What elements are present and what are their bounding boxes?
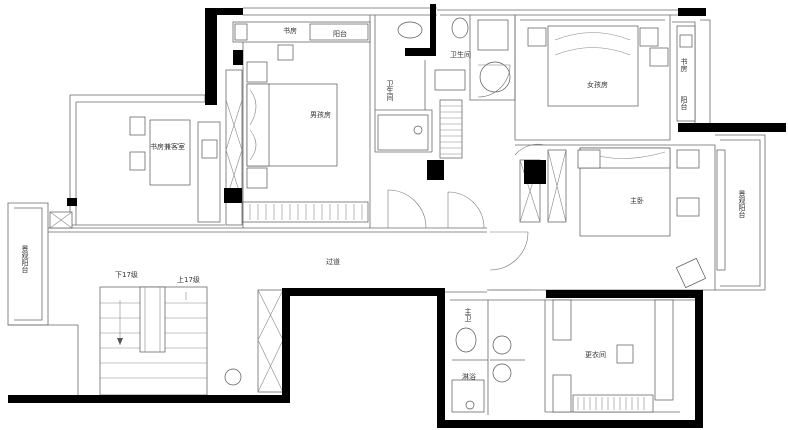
- label-closet: 更衣间: [585, 350, 606, 359]
- label-corridor: 过道: [326, 257, 340, 266]
- label-study-right: 书房: [680, 57, 688, 73]
- label-shower: 淋浴: [462, 372, 476, 381]
- doors: [387, 64, 546, 291]
- label-study: 书房: [283, 26, 297, 35]
- label-balcony-small: 阳台: [333, 29, 347, 38]
- label-balcony-left: 景观阳台: [21, 245, 29, 274]
- label-master-bedroom: 主卧: [630, 196, 644, 205]
- label-balcony-master: 景观阳台: [738, 190, 746, 219]
- label-master-toilet: 主卫: [464, 307, 472, 322]
- label-balcony-right: 阳台: [680, 95, 688, 111]
- label-washroom-upper: 卫生间: [450, 50, 471, 59]
- label-toilet-upper: 卫生间: [386, 80, 394, 102]
- label-stairs-down: 下17级: [115, 270, 138, 279]
- label-stairs-up: 上17级: [177, 275, 200, 284]
- thick-walls: [8, 4, 786, 428]
- furniture: [49, 17, 726, 413]
- label-girl-room: 女孩房: [587, 80, 608, 89]
- room-labels: 书房 阳台 卫生间 卫生间 男孩房 女孩房 书房兼客室 书房 阳台 主卧 过道 …: [21, 26, 746, 381]
- label-study-guest: 书房兼客室: [150, 142, 185, 151]
- label-second-bedroom: 男孩房: [310, 110, 331, 119]
